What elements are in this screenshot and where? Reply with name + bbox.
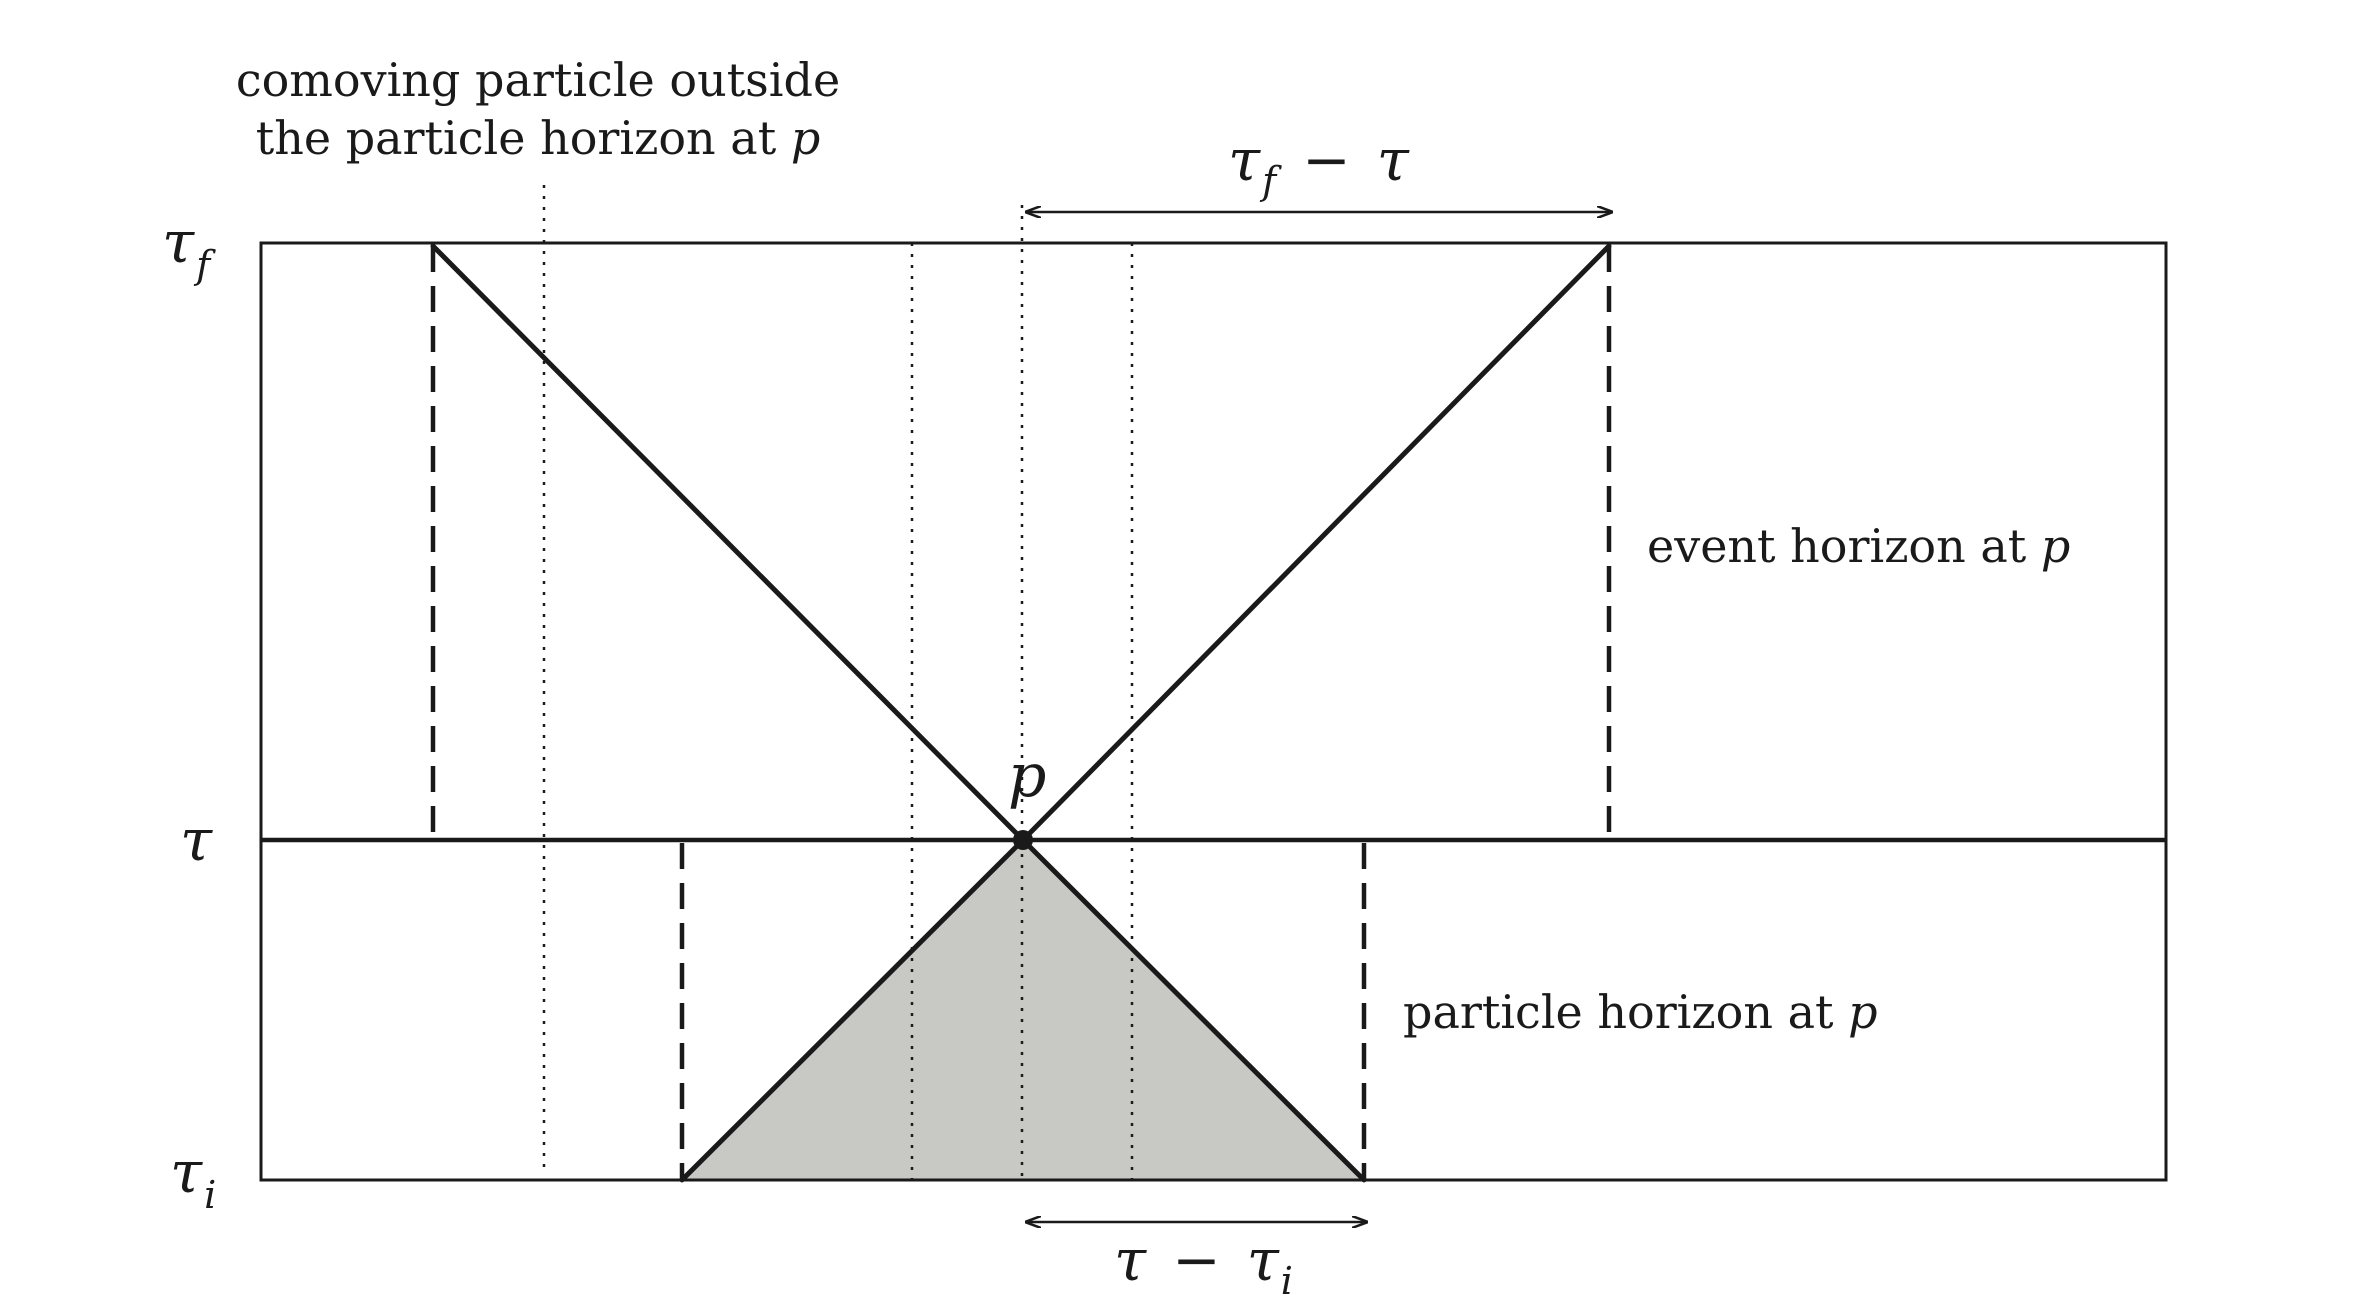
point-p-label: p [1008,741,1046,811]
past-interval-label: τ−τi [1114,1226,1293,1302]
event-point-p [1013,830,1033,850]
comoving-note-line1: comoving particle outside [236,53,840,107]
future-light-ray-left [430,243,1026,843]
future-light-ray-right [1020,243,1612,843]
future-interval-label: τf−τ [1228,126,1410,203]
tau-label: τ [180,806,213,874]
past-light-ray-left [679,837,1026,1183]
past-light-ray-right [1020,837,1367,1183]
comoving-worldlines [542,185,1134,1180]
tau-f-label: τf [162,208,216,287]
comoving-note-line2: the particle horizon at p [256,111,821,165]
horizon-dashed-lines [430,246,1612,1180]
tau-i-label: τi [170,1138,216,1217]
event-horizon-label: event horizon at p [1647,519,2070,573]
light-cone-lines [430,243,1612,1183]
particle-horizon-label: particle horizon at p [1403,985,1878,1039]
spacetime-frame [259,241,2168,1182]
